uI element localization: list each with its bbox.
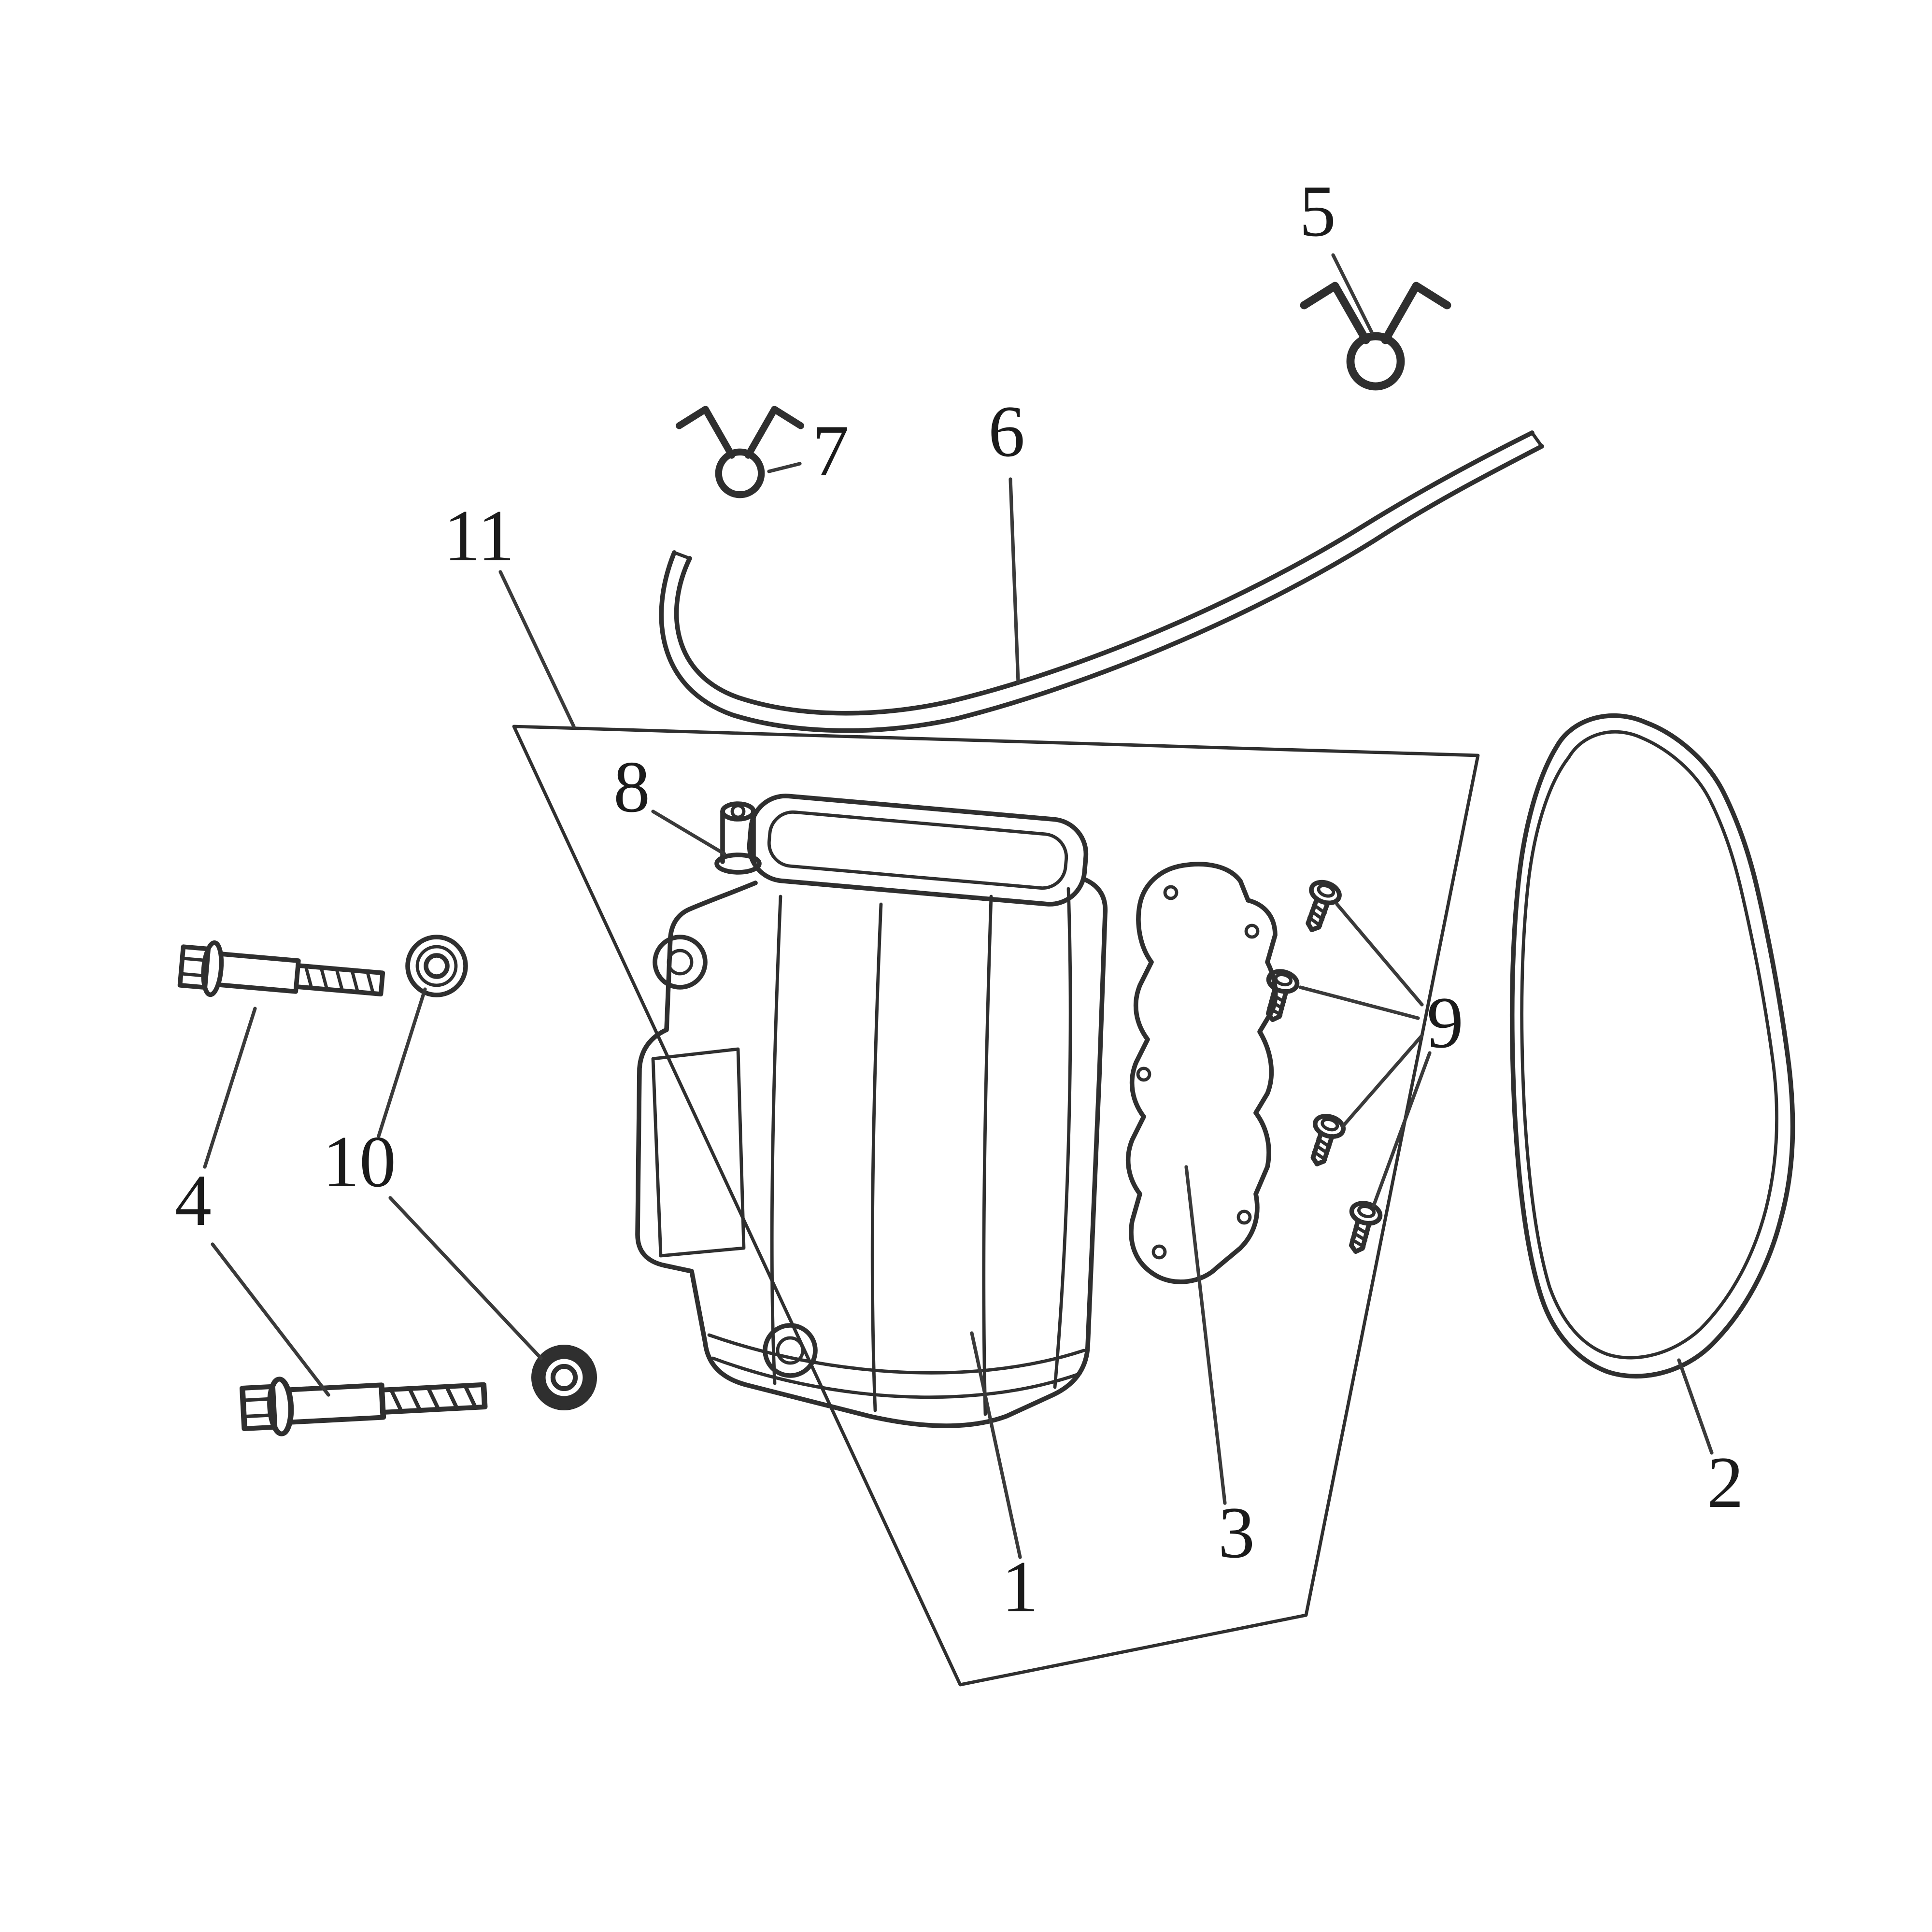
cover-gasket <box>1509 713 1795 1379</box>
part-label-11: 11 <box>444 495 514 576</box>
part-label-8: 8 <box>613 746 650 827</box>
part-label-5: 5 <box>1299 170 1336 252</box>
part-label-1: 1 <box>1002 1546 1038 1627</box>
breather-plate <box>1125 862 1278 1284</box>
leader-line-5 <box>1331 253 1374 334</box>
leader-line-3 <box>1184 1165 1227 1505</box>
leader-line-9d <box>1372 1051 1432 1208</box>
leader-line-9c <box>1341 1034 1424 1128</box>
leader-lines <box>203 253 1714 1559</box>
leader-line-4b <box>211 1242 330 1397</box>
leader-line-7 <box>767 462 802 473</box>
part-label-2: 2 <box>1707 1442 1744 1523</box>
leader-line-10b <box>388 1196 543 1360</box>
leader-line-11 <box>498 570 576 728</box>
leader-line-6 <box>1009 477 1020 684</box>
valve-cover <box>635 794 1108 1428</box>
breather-hose <box>659 430 1544 733</box>
leader-line-10a <box>377 987 427 1138</box>
part-label-9: 9 <box>1427 982 1463 1063</box>
part-label-7: 7 <box>812 410 849 491</box>
leader-line-4a <box>203 1007 257 1169</box>
leader-line-9a <box>1335 902 1424 1007</box>
leader-line-1 <box>970 1331 1022 1559</box>
leader-line-2 <box>1677 1358 1714 1455</box>
part-labels: 1 2 3 4 5 6 7 8 9 10 11 <box>175 170 1744 1627</box>
part-label-3: 3 <box>1218 1492 1255 1573</box>
sealing-washer-lower <box>534 1347 595 1408</box>
part-label-4: 4 <box>175 1160 212 1241</box>
part-label-10: 10 <box>323 1121 396 1202</box>
leader-line-9b <box>1298 985 1420 1020</box>
leader-line-8 <box>651 810 726 856</box>
part-label-6: 6 <box>988 391 1025 472</box>
